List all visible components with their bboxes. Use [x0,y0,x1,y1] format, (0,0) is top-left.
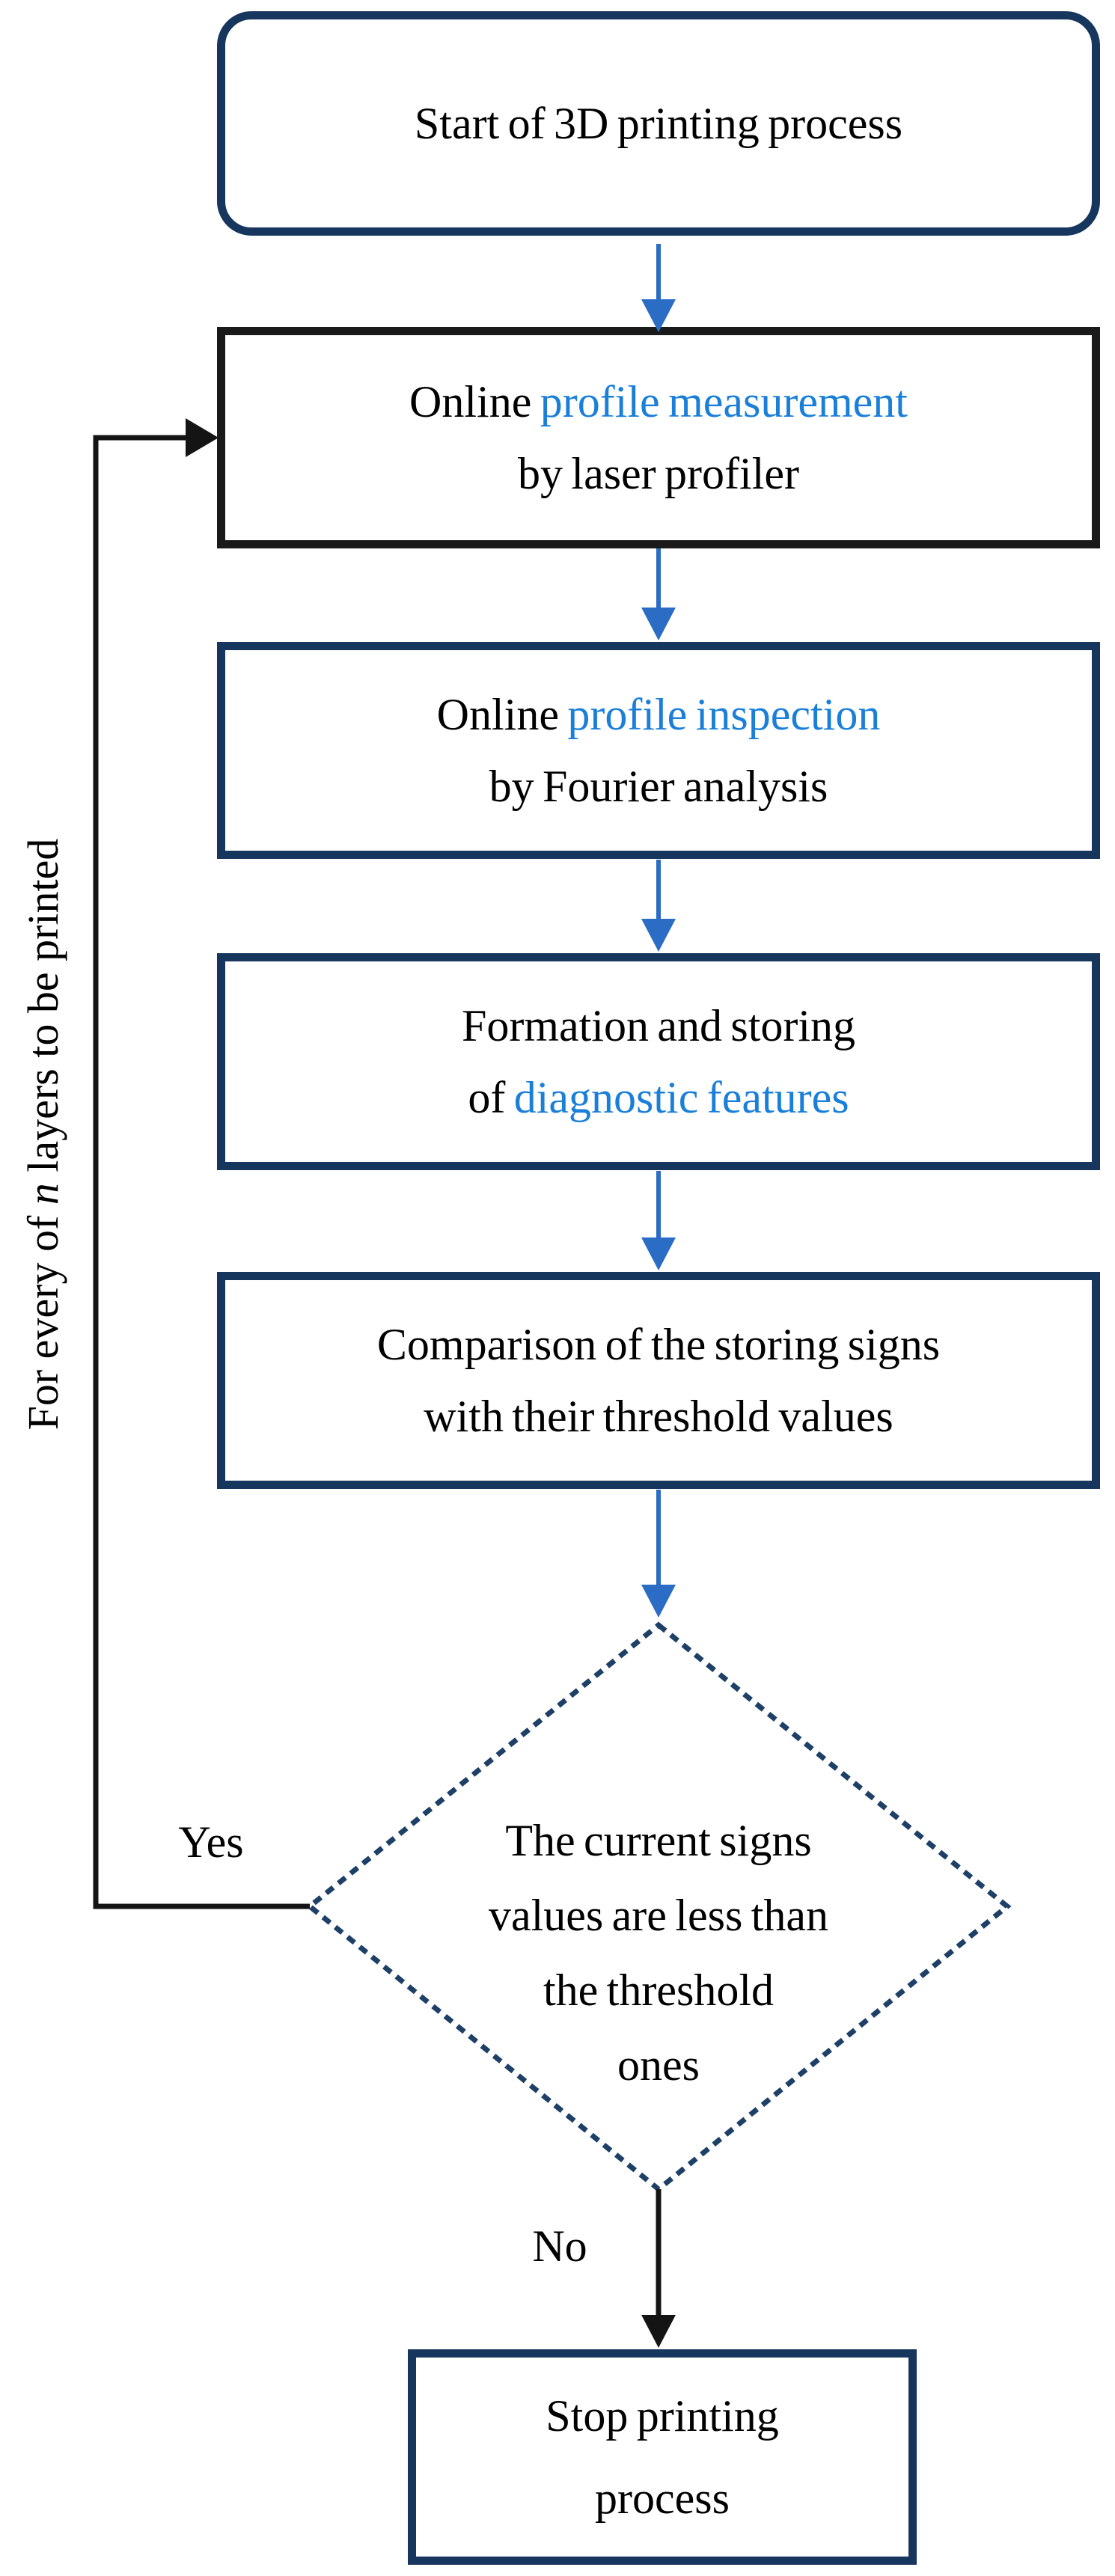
measurement-line-1: Online profile measurement [409,366,908,438]
arrow-features-to-compare-head [641,1237,676,1270]
stop-node: Stop printing process [408,2349,917,2565]
comparison-line-1: Comparison of the storing signs [376,1320,941,1369]
inspection-line-2: by Fourier analysis [489,762,828,811]
decision-node-text: The current signs values are less than t… [329,1743,988,2162]
features-line-2-emphasis: diagnostic features [513,1073,849,1122]
loop-caption-post: layers to be printed [19,838,67,1184]
measurement-line-2: by laser profiler [518,449,799,498]
process-box-diagnostic-features: Formation and storing of diagnostic feat… [217,953,1100,1170]
features-line-2: of diagnostic features [468,1062,849,1133]
decision-line-2: values are less than [488,1891,829,1940]
arrow-inspect-to-features-head [641,919,676,952]
loop-caption: For every of n layers to be printed [16,693,70,1576]
measurement-line-1-plain: Online [409,377,540,426]
stop-line-1: Stop printing [546,2391,779,2441]
yes-feedback-arrowhead [186,418,219,457]
decision-line-4: ones [617,2040,700,2090]
arrow-compare-to-decision-head [641,1585,676,1618]
decision-line-1: The current signs [505,1816,812,1865]
stop-line-2: process [595,2473,730,2523]
arrow-measure-to-inspect-head [641,608,676,640]
decision-line-3: the threshold [543,1965,774,2015]
inspection-line-1-plain: Online [436,690,568,739]
features-line-1: Formation and storing [461,1001,856,1050]
comparison-line-2: with their threshold values [424,1392,893,1441]
process-box-comparison: Comparison of the storing signs with the… [217,1272,1100,1489]
loop-caption-pre: For every of [19,1205,67,1431]
arrow-no-head [641,2315,676,2348]
no-branch-label: No [532,2221,587,2271]
process-box-profile-measurement: Online profile measurement by laser prof… [217,327,1100,548]
start-node-text: Start of 3D printing process [414,99,903,148]
features-line-2-plain: of [468,1073,514,1122]
loop-caption-variable: n [19,1183,67,1205]
inspection-line-1-emphasis: profile inspection [567,690,881,739]
measurement-line-1-emphasis: profile measurement [540,377,908,426]
stop-node-text: Stop printing process [546,2375,778,2539]
inspection-line-1: Online profile inspection [437,679,881,750]
start-node: Start of 3D printing process [217,11,1100,236]
process-box-profile-inspection: Online profile inspection by Fourier ana… [217,642,1100,859]
yes-branch-label: Yes [178,1817,244,1867]
